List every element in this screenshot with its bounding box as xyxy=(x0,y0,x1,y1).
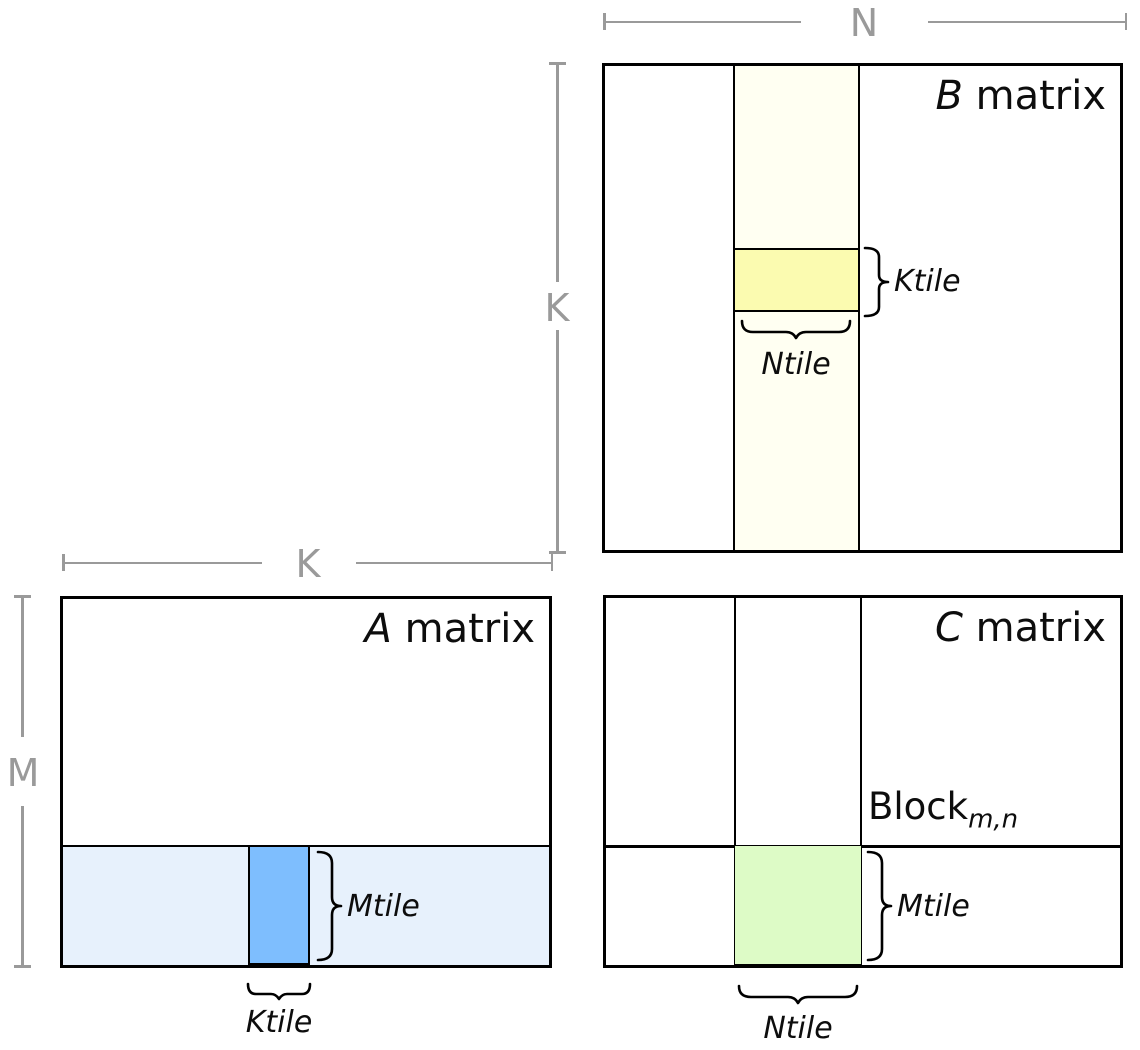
a-matrix-title-var: A xyxy=(364,606,392,652)
b-ktile-label: Ktile xyxy=(894,264,961,299)
m-dim-label: M xyxy=(6,751,40,795)
a-mtile-brace-icon xyxy=(316,850,343,962)
c-matrix-title: C matrix xyxy=(935,606,1106,650)
b-ktile-rect xyxy=(733,248,860,312)
a-ktile-underbrace-icon xyxy=(246,982,312,1001)
b-ntile-underbrace-icon xyxy=(740,319,852,340)
k-dim-b-label: K xyxy=(544,286,570,330)
b-matrix-title-rest: matrix xyxy=(962,73,1106,119)
c-block-label: Blockm,n xyxy=(868,788,1018,832)
c-mtile-label: Mtile xyxy=(897,889,970,924)
n-dim-tick-right xyxy=(1124,13,1127,30)
k-dim-a-segment-left xyxy=(63,561,262,564)
c-block-label-subscript: m,n xyxy=(968,804,1019,835)
c-column-line-right xyxy=(860,598,862,965)
m-dim-segment-bottom xyxy=(21,806,24,968)
c-column-line-left xyxy=(734,598,736,965)
n-dim-line-segment-right xyxy=(928,20,1126,23)
c-ntile-underbrace-icon xyxy=(737,984,859,1005)
n-dim-label: N xyxy=(849,1,879,45)
a-mtile-label: Mtile xyxy=(347,889,420,924)
c-block-label-base: Block xyxy=(868,785,969,828)
k-dim-a-segment-right xyxy=(356,561,553,564)
a-matrix-title-rest: matrix xyxy=(391,606,535,652)
a-matrix: A matrix xyxy=(60,596,552,968)
c-mtile-brace-icon xyxy=(866,850,893,962)
m-dim-segment-top xyxy=(21,596,24,737)
k-dim-b-segment-top xyxy=(556,63,559,282)
k-dim-a-tick-right xyxy=(550,554,553,571)
c-block-tile-rect xyxy=(734,845,862,965)
n-dim-line-segment-left xyxy=(604,20,801,23)
a-matrix-title: A matrix xyxy=(365,607,535,651)
k-dim-a-label: K xyxy=(295,542,321,586)
c-matrix: C matrix Blockm,n xyxy=(603,595,1123,968)
a-tile-rect xyxy=(248,845,310,965)
c-ntile-label: Ntile xyxy=(763,1011,833,1046)
b-matrix-title: B matrix xyxy=(935,74,1106,118)
k-dim-b-segment-bottom xyxy=(556,330,559,553)
c-matrix-title-rest: matrix xyxy=(962,605,1106,651)
a-ktile-label: Ktile xyxy=(245,1005,313,1040)
c-row-line xyxy=(606,845,1120,848)
b-matrix: B matrix xyxy=(602,63,1123,553)
c-matrix-title-var: C xyxy=(934,605,963,651)
m-dim-tick-bottom xyxy=(14,965,31,968)
b-matrix-title-var: B xyxy=(935,73,963,119)
k-dim-b-tick-bottom xyxy=(549,551,566,554)
b-ntile-label: Ntile xyxy=(761,347,831,382)
b-ktile-brace-icon xyxy=(863,246,890,318)
